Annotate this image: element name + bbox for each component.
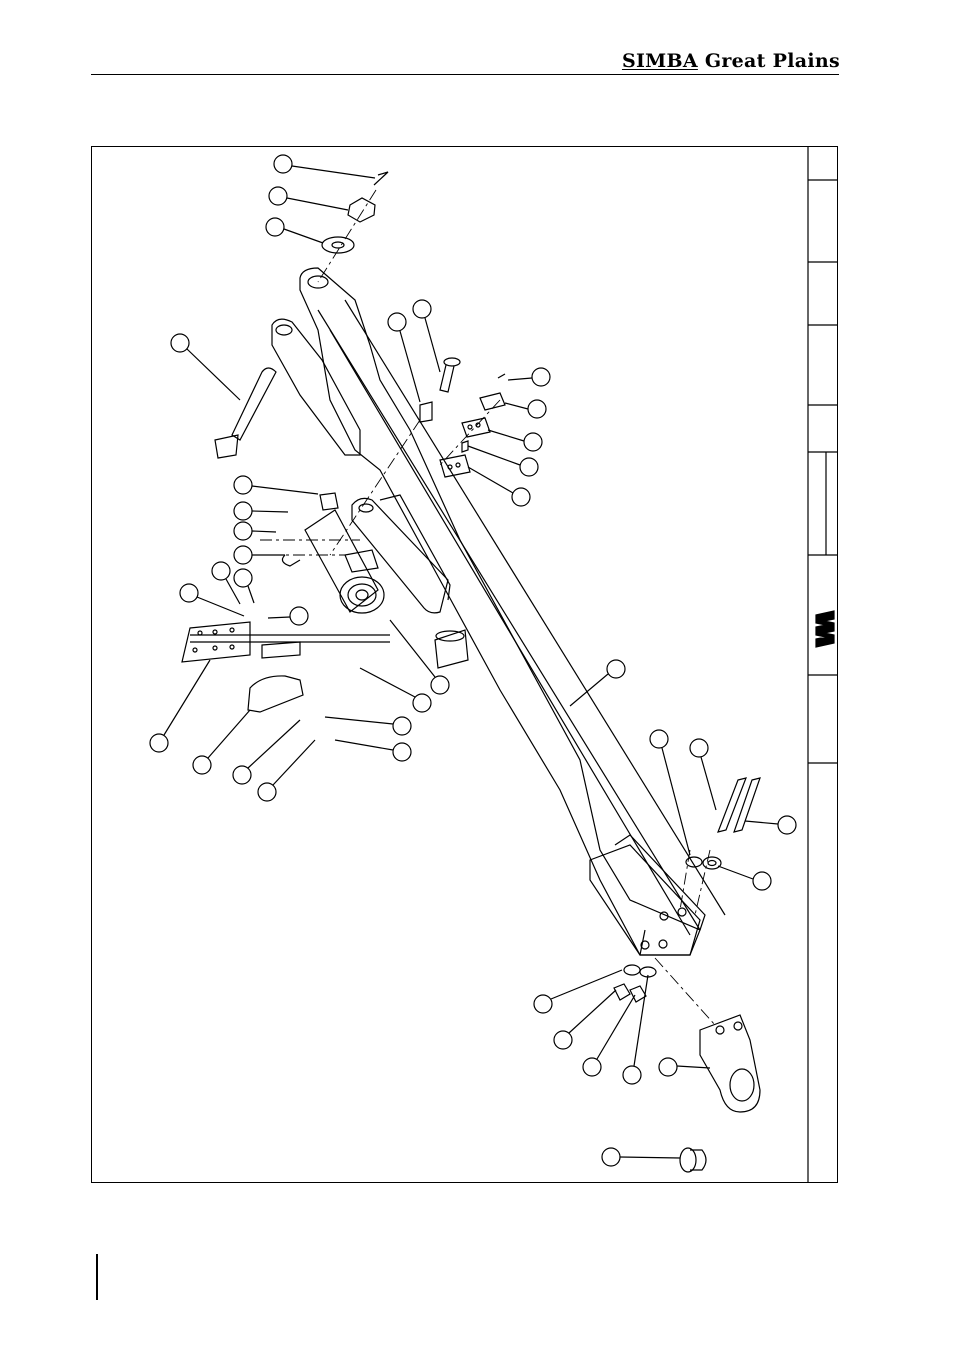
small-pin <box>420 358 460 422</box>
title-block <box>808 146 838 1183</box>
hose-plates <box>182 622 390 712</box>
long-pin <box>215 368 276 458</box>
drawbar-beam <box>272 268 725 955</box>
rear-bolts <box>686 778 760 869</box>
towing-eye <box>700 1015 760 1112</box>
separate-washer <box>680 1148 706 1172</box>
top-hardware <box>322 172 388 253</box>
bushing <box>435 630 468 668</box>
centre-lines <box>260 190 715 1025</box>
symbol-icon <box>816 611 834 647</box>
cylinder <box>282 493 384 613</box>
callouts <box>150 155 796 1166</box>
pivot-bracket <box>352 495 450 613</box>
page-margin-mark <box>96 1254 98 1300</box>
clamp-blocks <box>440 374 505 477</box>
